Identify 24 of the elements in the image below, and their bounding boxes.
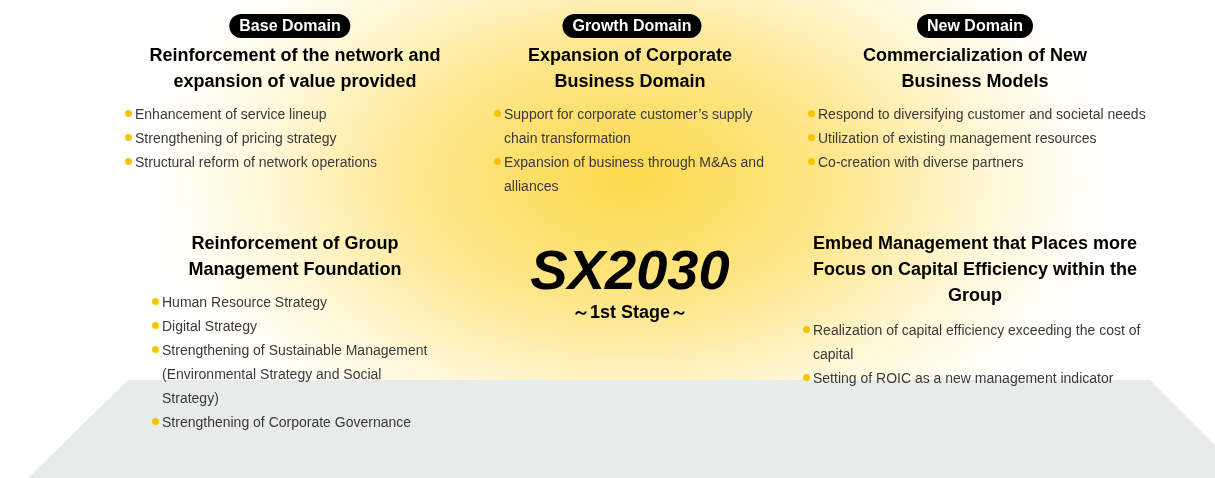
- bullet-text: Co-creation with diverse partners: [818, 153, 1025, 172]
- plan-subtitle: ～1st Stage～: [570, 301, 689, 324]
- bullet-text: Strengthening of pricing strategy: [135, 129, 338, 148]
- section-heading: Commercialization of New Business Models: [861, 44, 1088, 93]
- bullet-text: Human Resource Strategy: [162, 293, 328, 312]
- bullet-text: Realization of capital efficiency exceeding the cost of capital: [813, 321, 1142, 364]
- bullet-text: Respond to diversifying customer and societal needs: [818, 105, 1147, 124]
- bullet-text: Setting of ROIC as a new management indicator: [813, 369, 1115, 388]
- bullet-text: Support for corporate customer’s supply chain transformation: [504, 105, 754, 148]
- section-heading: Embed Management that Places more Focus on Capital Efficiency within the Group: [811, 232, 1139, 307]
- bullet-text: Digital Strategy: [162, 317, 258, 336]
- section-heading: Reinforcement of the network and expansion of value provided: [148, 44, 442, 93]
- domain-badge: Base Domain: [229, 14, 351, 38]
- bullet-text: Utilization of existing management resources: [818, 129, 1098, 148]
- bullet-text: Expansion of business through M&As and alliances: [504, 153, 765, 196]
- bullet-text: Strengthening of Sustainable Management (Environmental Strategy and Social Strategy): [162, 341, 429, 408]
- bullet-text: Enhancement of service lineup: [135, 105, 328, 124]
- domain-badge: Growth Domain: [562, 14, 702, 38]
- bullet-text: Strengthening of Corporate Governance: [162, 413, 413, 432]
- bullet-text: Structural reform of network operations: [135, 153, 378, 172]
- domain-badge: New Domain: [917, 14, 1033, 38]
- section-heading: Expansion of Corporate Business Domain: [527, 44, 733, 93]
- section-heading: Reinforcement of Group Management Foundation: [187, 232, 403, 281]
- plan-title: SX2030: [529, 240, 731, 300]
